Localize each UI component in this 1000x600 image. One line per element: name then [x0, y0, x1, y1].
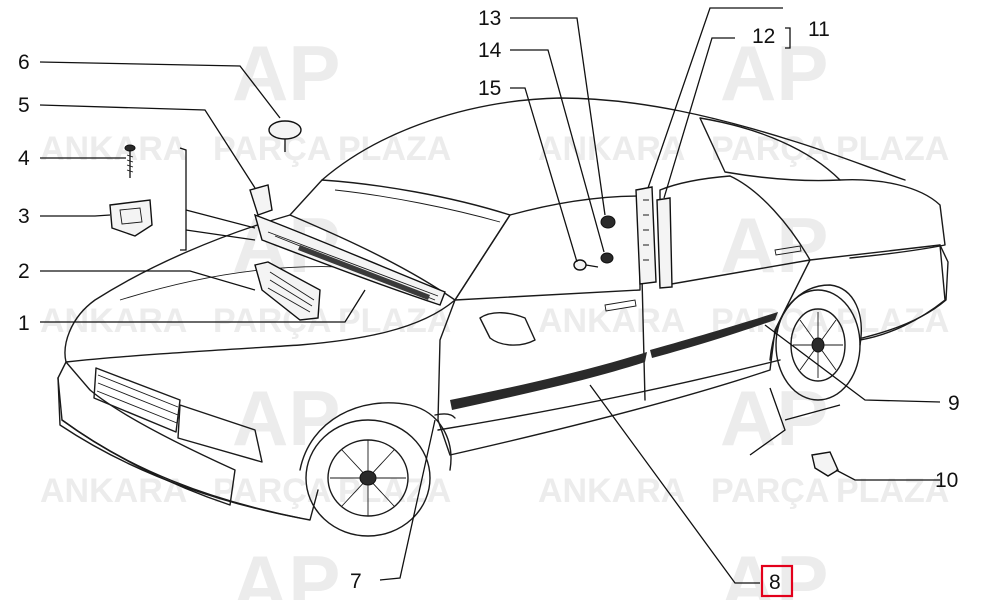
- car-trunk-lid: [839, 179, 946, 259]
- car-hood: [64, 214, 456, 363]
- part-label-14[interactable]: 14: [478, 39, 502, 62]
- watermark-brand-1: ANKARA: [538, 472, 685, 510]
- door-molding-front: [450, 352, 647, 410]
- watermark-brand-mid: PARÇA: [711, 472, 829, 510]
- clip-13: [600, 215, 616, 229]
- side-mirror: [479, 312, 536, 346]
- part-label-7[interactable]: 7: [350, 570, 362, 593]
- car-roof: [321, 97, 906, 181]
- screw-15: [573, 259, 599, 271]
- front-wheel: [305, 419, 431, 537]
- front-grille: [93, 367, 181, 433]
- pillar-trim-outer: [635, 186, 657, 285]
- pillar-trim-inner: [656, 197, 673, 289]
- part-label-8[interactable]: 8: [769, 571, 781, 594]
- part-label-12[interactable]: 12: [752, 25, 775, 48]
- watermark-brand-2: PLAZA: [836, 302, 949, 340]
- side-sill: [437, 359, 781, 431]
- hood-crease: [119, 266, 361, 301]
- part-8-highlight-box: [760, 564, 794, 598]
- door-molding-rear: [650, 312, 778, 358]
- clip-14: [600, 252, 614, 264]
- watermark-row-1: ANKARA PARÇA PLAZA ANKARA PARÇA PLAZA: [40, 130, 949, 168]
- watermark-row-2: ANKARA PARÇA PLAZA ANKARA PARÇA PLAZA: [40, 302, 949, 340]
- windshield-inner: [334, 189, 501, 223]
- watermark-brand-1: ANKARA: [538, 302, 685, 340]
- part-shapes: [109, 120, 839, 477]
- part-label-5[interactable]: 5: [18, 94, 30, 117]
- push-fastener: [268, 120, 302, 152]
- bracket: [249, 184, 273, 216]
- front-door-window: [454, 195, 641, 301]
- clip: [109, 199, 153, 237]
- watermark-logo-mid-right: AP: [720, 201, 828, 289]
- part-label-6[interactable]: 6: [18, 51, 30, 74]
- part-label-10[interactable]: 10: [935, 469, 958, 492]
- watermark-logo-bottom-left: AP: [232, 539, 340, 600]
- watermark-logo-low-left: AP: [232, 374, 340, 462]
- watermark-brand-2: PLAZA: [338, 302, 451, 340]
- watermark-brand-1: ANKARA: [40, 302, 187, 340]
- part-label-15[interactable]: 15: [478, 77, 501, 100]
- front-wheel-arch: [299, 402, 452, 471]
- door-handle-rear: [774, 245, 802, 256]
- part-label-1[interactable]: 1: [18, 312, 30, 335]
- part-labels: 1 2 3 4 5 6 7 8 9 10 11 12 13 14 15: [18, 7, 960, 598]
- watermark-row-3: ANKARA PARÇA PLAZA ANKARA PARÇA PLAZA: [40, 472, 949, 510]
- watermark-logo-bottom-right: AP: [720, 539, 828, 600]
- headlight-left: [177, 404, 263, 463]
- molding-clip: [811, 451, 839, 477]
- bumper-lower: [61, 419, 301, 519]
- part-label-13[interactable]: 13: [478, 7, 501, 30]
- watermark-brand-1: ANKARA: [538, 130, 685, 168]
- part-label-3[interactable]: 3: [18, 205, 30, 228]
- watermark-brand-2: PLAZA: [836, 472, 949, 510]
- rocker-molding: [434, 413, 456, 419]
- watermark-brand-mid: PARÇA: [213, 130, 331, 168]
- car-rear: [861, 244, 949, 339]
- part-label-11[interactable]: 11: [808, 18, 830, 41]
- car-side-body: [437, 244, 946, 456]
- watermark-brand-1: ANKARA: [40, 130, 187, 168]
- watermark-logo-top-right: AP: [720, 29, 828, 117]
- watermark-brand-mid: PARÇA: [711, 130, 829, 168]
- door-handle-front: [604, 299, 637, 312]
- watermark-logo: AP AP AP AP AP AP AP AP: [232, 29, 828, 600]
- screw: [124, 144, 136, 178]
- rear-door-window: [659, 175, 811, 287]
- part-label-2[interactable]: 2: [18, 260, 30, 283]
- watermark-brand-2: PLAZA: [836, 130, 949, 168]
- part-label-9[interactable]: 9: [948, 392, 960, 415]
- watermark-layer: AP AP AP AP AP AP AP AP ANKARA PARÇA PLA…: [40, 29, 949, 600]
- leader-lines: [39, 7, 941, 584]
- watermark-logo-top-left: AP: [232, 29, 340, 117]
- part-label-4[interactable]: 4: [18, 147, 30, 170]
- watermark-brand-2: PLAZA: [338, 130, 451, 168]
- watermark-logo-low-right: AP: [720, 374, 828, 462]
